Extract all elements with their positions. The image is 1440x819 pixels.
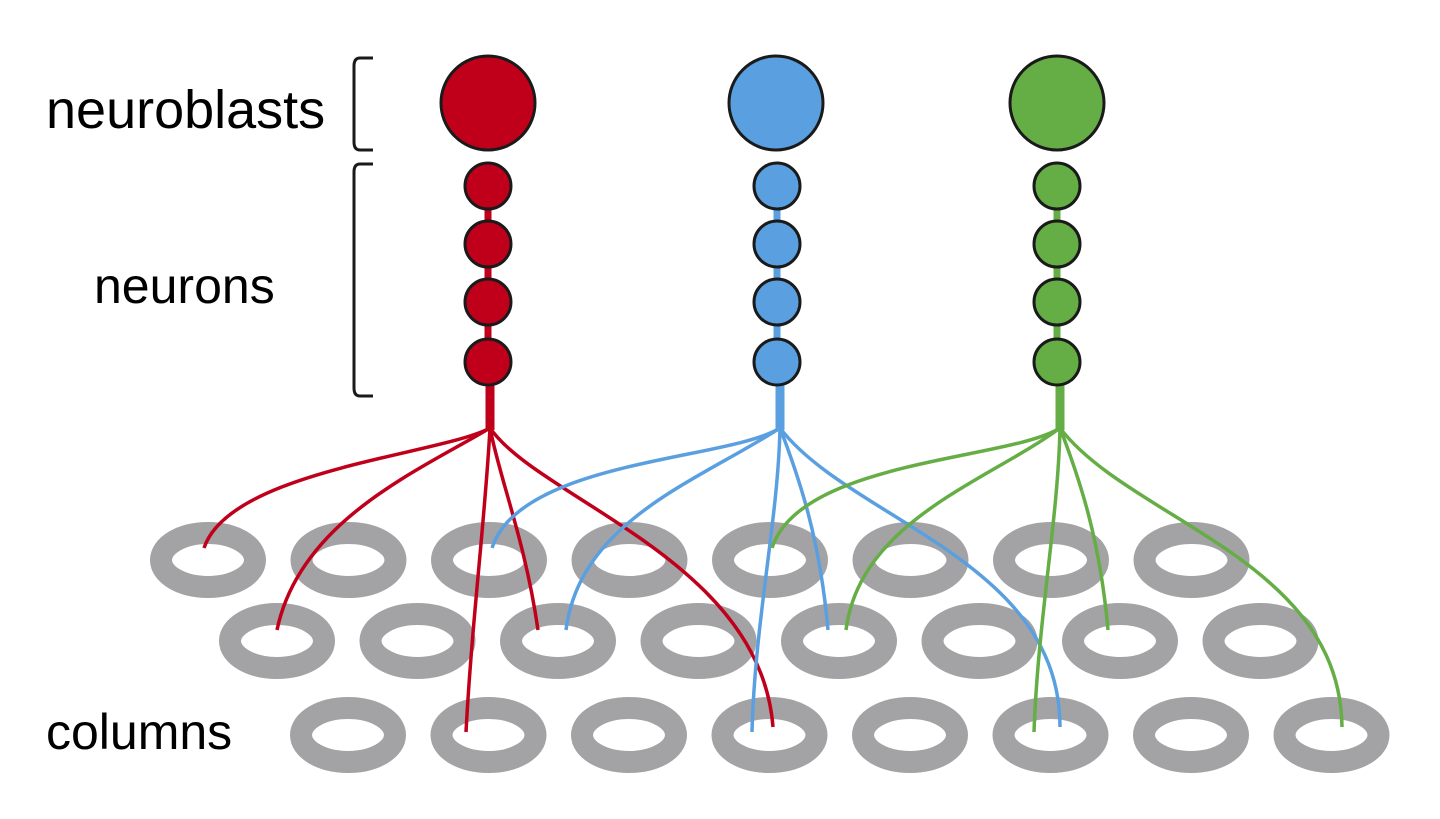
column-ring	[852, 522, 969, 598]
green-axon	[1058, 426, 1344, 728]
column-ring	[781, 603, 897, 679]
red-neuroblast	[439, 54, 537, 152]
blue-neuron	[752, 277, 802, 327]
red-neuron	[463, 277, 513, 327]
column-ring	[1273, 697, 1390, 773]
blue-axon	[564, 426, 781, 631]
column-ring	[921, 603, 1038, 679]
neurons-bracket	[352, 162, 373, 398]
red-neuron	[463, 219, 513, 269]
column-ring	[500, 603, 616, 679]
blue-axon	[778, 427, 830, 631]
green-axon	[844, 426, 1062, 631]
column-ring	[571, 697, 687, 773]
red-neuron	[463, 337, 513, 387]
column-ring	[571, 522, 688, 598]
column-ring	[1133, 697, 1249, 773]
column-ring	[1062, 603, 1178, 679]
green-neuron	[1032, 277, 1082, 327]
green-neuroblast	[1008, 54, 1106, 152]
columns-group	[150, 522, 1390, 773]
column-ring	[290, 522, 407, 598]
column-ring	[430, 697, 547, 773]
blue-axon	[750, 427, 782, 733]
cells-group	[439, 54, 1106, 387]
neuroblasts-bracket	[352, 56, 373, 152]
neuroblasts-label: neuroblasts	[46, 80, 325, 140]
column-ring	[219, 603, 335, 679]
blue-neuron	[752, 161, 802, 211]
red-axon	[464, 427, 492, 733]
column-ring	[1133, 522, 1250, 598]
green-neuron	[1032, 337, 1082, 387]
column-ring	[711, 697, 828, 773]
columns-label: columns	[46, 704, 232, 760]
column-ring	[852, 697, 968, 773]
column-ring	[290, 697, 406, 773]
column-ring	[150, 522, 266, 598]
blue-neuron	[752, 337, 802, 387]
column-ring	[431, 522, 547, 598]
red-axon	[275, 426, 491, 631]
blue-neuron	[752, 219, 802, 269]
blue-axon	[778, 426, 1062, 728]
red-axon	[202, 426, 491, 549]
green-neuron	[1032, 161, 1082, 211]
neurons-label: neurons	[94, 258, 275, 314]
column-ring	[1202, 603, 1319, 679]
red-neuron	[463, 161, 513, 211]
green-axon	[1058, 427, 1110, 631]
blue-neuroblast	[727, 54, 825, 152]
blue-axon	[490, 426, 781, 549]
column-ring	[359, 603, 476, 679]
green-neuron	[1032, 219, 1082, 269]
column-ring	[992, 697, 1109, 773]
axons-group	[202, 375, 1344, 733]
green-axon	[1032, 427, 1062, 733]
green-axon	[770, 426, 1061, 549]
